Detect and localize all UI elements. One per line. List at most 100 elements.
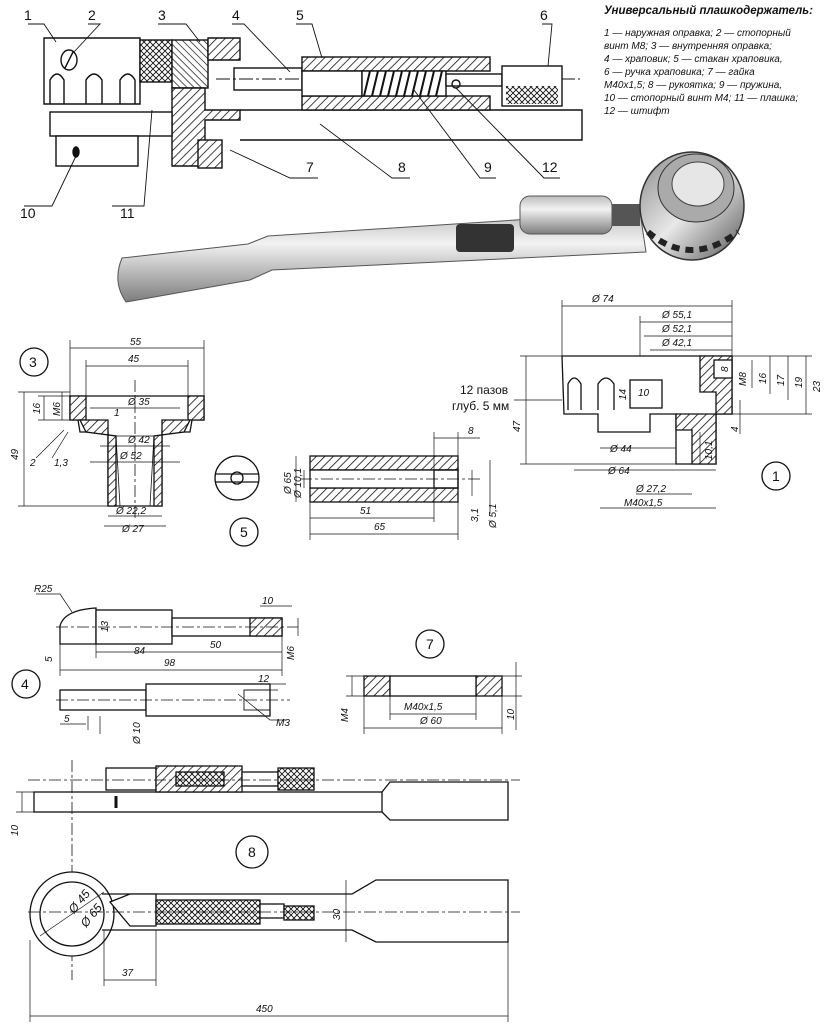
legend-line: винт М8; 3 — внутренняя оправка;	[604, 41, 772, 52]
dim-label: Ø 52,1	[661, 324, 692, 335]
dim-label: 1	[114, 408, 120, 419]
assembly-view	[43, 37, 583, 169]
dim-label: 10,1	[704, 441, 715, 460]
dim-label: 37	[122, 968, 134, 979]
assembly-callouts	[24, 23, 560, 207]
dim-label: М8	[738, 372, 749, 386]
part-7-labels: 7 М4 М40х1,5 Ø 60 10	[340, 636, 517, 727]
legend: Универсальный плашкодержатель: 1 — наруж…	[604, 5, 813, 117]
dim-label: Ø 22,2	[115, 506, 146, 517]
dim-label: 16	[758, 372, 769, 384]
legend-title: Универсальный плашкодержатель:	[604, 5, 813, 17]
dim-label: 14	[618, 388, 629, 400]
dim-label: Ø 64	[607, 466, 630, 477]
tool-photo	[117, 151, 745, 303]
assembly-callout-labels: 1 2 3 4 5 6 7 8 9 10 11 12	[20, 7, 558, 221]
dim-label: 4	[730, 426, 741, 432]
part-7-drawing	[346, 629, 522, 734]
part-8-drawing	[16, 760, 520, 1022]
note-slots: 12 пазов	[460, 383, 508, 397]
dim-label: 23	[812, 380, 823, 393]
dim-label: 47	[512, 420, 523, 432]
legend-line: 10 — стопорный винт М4; 11 — плашка;	[604, 93, 798, 104]
dim-label: 10	[10, 824, 21, 836]
dim-label: 8	[468, 426, 474, 437]
callout-6: 6	[540, 7, 548, 23]
part-number-8: 8	[248, 844, 256, 860]
legend-line: М40х1,5; 8 — рукоятка; 9 — пружина,	[604, 80, 782, 91]
dim-label: Ø 10,1	[293, 468, 304, 499]
dim-label: 13	[100, 620, 111, 632]
dim-label: R25	[34, 584, 53, 595]
dim-label: Ø 42	[127, 435, 150, 446]
part-1-drawing	[514, 300, 812, 509]
dim-label: 5	[44, 656, 55, 662]
dim-label: 450	[256, 1004, 273, 1015]
dim-label: 30	[332, 908, 343, 920]
dim-label: 17	[776, 374, 787, 386]
part-5-labels: 5 Ø 65 Ø 10,1 51 65 8 3,1 Ø 5,1	[240, 426, 499, 540]
legend-line: 1 — наружная оправка; 2 — стопорный	[604, 28, 791, 39]
callout-1: 1	[24, 7, 32, 23]
dim-label: 65	[374, 522, 386, 533]
callout-8: 8	[398, 159, 406, 175]
callout-12: 12	[542, 159, 558, 175]
dim-label: 16	[32, 402, 43, 414]
part-number-5: 5	[240, 524, 248, 540]
dim-label: Ø 52	[119, 451, 142, 462]
dim-label: Ø 44	[609, 444, 632, 455]
callout-2: 2	[88, 7, 96, 23]
dim-label: 10	[506, 708, 517, 720]
dim-label: Ø 27	[121, 524, 144, 535]
dim-label: 45	[128, 354, 140, 365]
dim-label: 84	[134, 646, 146, 657]
dim-label: 19	[794, 376, 805, 388]
dim-label: 10	[262, 596, 274, 607]
dim-label: М40х1,5	[404, 702, 443, 713]
dim-label: М3	[276, 718, 290, 729]
part-3-drawing	[18, 340, 205, 527]
part-1-labels: 1 Ø 74 Ø 55,1 Ø 52,1 Ø 42,1 М8 8 16 17 1…	[452, 294, 823, 509]
part-5-drawing	[214, 432, 491, 547]
dim-label: Ø 55,1	[661, 310, 692, 321]
dim-label: Ø 74	[591, 294, 614, 305]
dim-label: 1,3	[54, 458, 68, 469]
dim-label: Ø 5,1	[488, 504, 499, 529]
callout-11: 11	[120, 205, 135, 221]
dim-label: 50	[210, 640, 222, 651]
dim-label: 2	[29, 458, 36, 469]
dim-label: 98	[164, 658, 176, 669]
callout-10: 10	[20, 205, 36, 221]
dim-label: 12	[258, 674, 270, 685]
dim-label: 51	[360, 506, 371, 517]
dim-label: 49	[10, 448, 21, 460]
dim-label: 3,1	[470, 508, 481, 522]
legend-line: 12 — штифт	[604, 105, 670, 117]
dim-label: М6	[52, 402, 63, 416]
part-number-1: 1	[772, 468, 780, 484]
part-3-labels: 3 55 45 Ø 35 Ø 42 Ø 52 Ø 22,2 Ø 27 49 16…	[10, 337, 150, 535]
legend-line: 6 — ручка храповика; 7 — гайка	[604, 67, 755, 78]
dim-label: Ø 65	[283, 472, 294, 495]
callout-7: 7	[306, 159, 314, 175]
dim-label: Ø 10	[132, 722, 143, 745]
dim-label: Ø 60	[419, 716, 442, 727]
part-4-drawing	[11, 593, 299, 734]
dim-label: 8	[720, 366, 731, 372]
part-4-labels: 4 R25 10 13 50 84 98 5 М6 12 5 Ø 10 М3	[21, 584, 297, 745]
callout-9: 9	[484, 159, 492, 175]
dim-label: М40х1,5	[624, 498, 663, 509]
callout-4: 4	[232, 7, 240, 23]
dim-label: Ø 27,2	[635, 484, 666, 495]
dim-label: 10	[638, 388, 650, 399]
note-slots-depth: глуб. 5 мм	[452, 399, 509, 413]
callout-5: 5	[296, 7, 304, 23]
part-number-7: 7	[426, 636, 434, 652]
dim-label: 55	[130, 337, 142, 348]
dim-label: М4	[340, 708, 351, 722]
legend-line: 4 — храповик; 5 — стакан храповика,	[604, 54, 783, 65]
dim-label: Ø 35	[127, 397, 150, 408]
part-number-3: 3	[29, 354, 37, 370]
part-number-circle	[761, 461, 791, 491]
